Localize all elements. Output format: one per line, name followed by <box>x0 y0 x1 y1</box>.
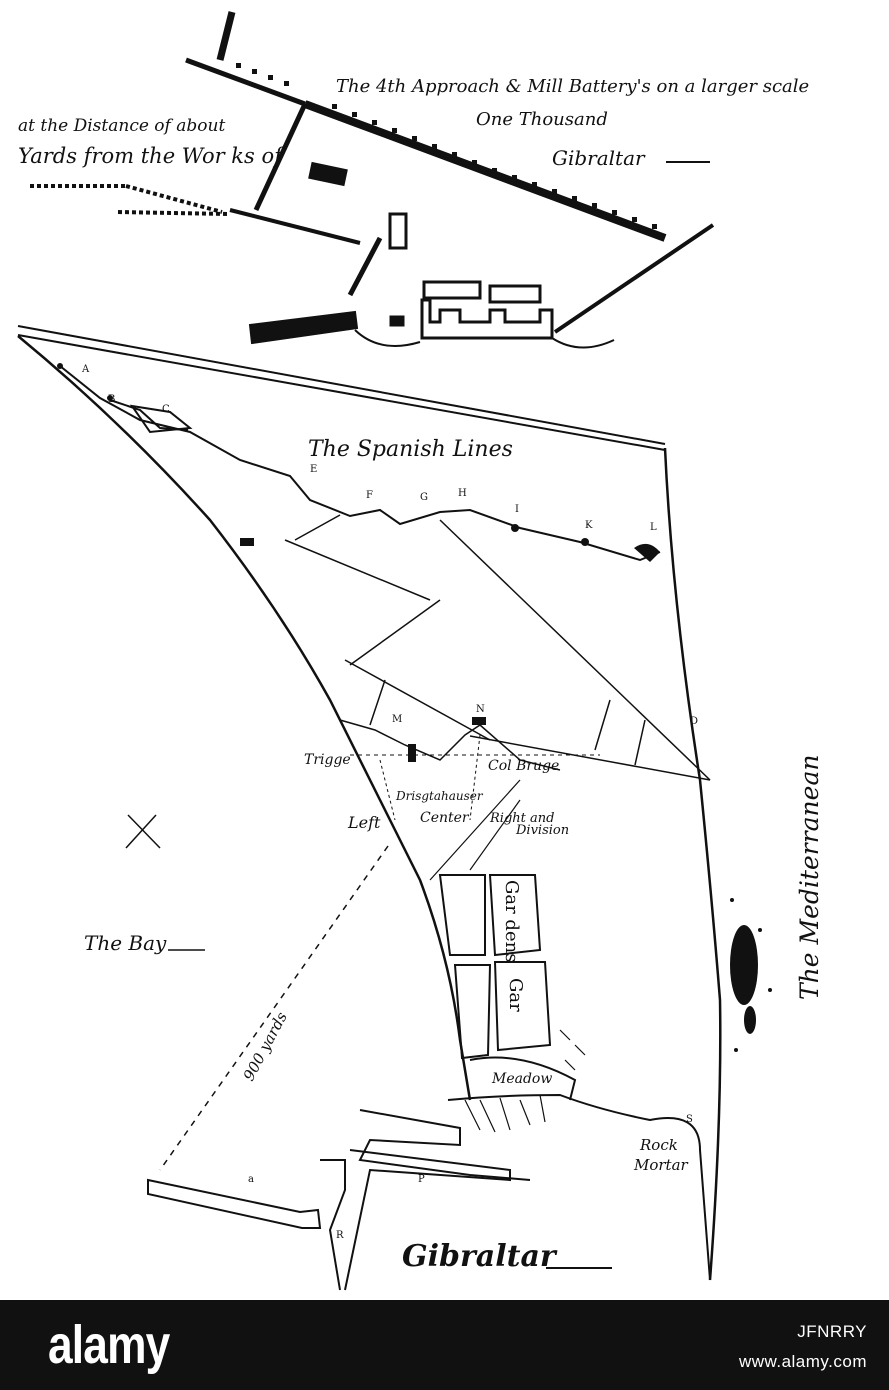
rock-mortar-label-2: Mortar <box>633 1156 689 1174</box>
letter-g: G <box>420 492 428 503</box>
right-division-label-1: Right and <box>489 811 554 826</box>
letter-a-upper: A <box>81 364 90 375</box>
right-division-label-2: Division <box>515 823 569 838</box>
letter-p: P <box>418 1174 425 1185</box>
site-url: www.alamy.com <box>738 1352 867 1371</box>
letter-e: E <box>310 464 317 475</box>
letter-b: B <box>108 394 115 405</box>
division-line-label: Drisgtahauser <box>395 789 484 803</box>
letter-k: K <box>585 520 593 531</box>
letter-s: S <box>686 1114 693 1125</box>
coastal-shading <box>730 898 772 1052</box>
letter-m: M <box>392 714 402 725</box>
inset-heading-line1: The 4th Approach & Mill Battery's on a l… <box>336 76 809 97</box>
letter-l: L <box>650 522 657 533</box>
meadow-label: Meadow <box>491 1071 552 1087</box>
letter-a-lower: a <box>248 1174 254 1185</box>
inset-heading-line2: One Thousand <box>476 109 608 130</box>
letter-f: F <box>366 490 373 501</box>
rock-mortar-label-1: Rock <box>639 1136 678 1154</box>
map-drawing: The 4th Approach & Mill Battery's on a l… <box>17 11 824 1291</box>
bay-label: The Bay <box>84 931 167 955</box>
gardens-bottom-label: Gar <box>505 978 526 1012</box>
inset-dotted-line <box>236 63 657 229</box>
letter-i: I <box>515 504 519 515</box>
spanish-lines-label: The Spanish Lines <box>308 437 513 462</box>
letter-r: R <box>336 1230 344 1241</box>
meadow-hatching <box>464 1029 586 1133</box>
left-label: Left <box>347 813 381 832</box>
letter-d: D <box>690 716 698 727</box>
trigge-label: Trigge <box>304 752 351 768</box>
alamy-logo: alamy <box>48 1315 170 1375</box>
gibraltar-label: Gibraltar <box>402 1239 558 1274</box>
inset-left-line1: at the Distance of about <box>18 116 225 136</box>
line-markers <box>57 363 660 762</box>
letter-c: C <box>162 404 170 415</box>
gardens-top-label: Gar dens <box>501 880 522 962</box>
historical-map: The 4th Approach & Mill Battery's on a l… <box>17 11 824 1291</box>
inset-left-line2: Yards from the Wor ks of <box>18 144 285 168</box>
mediterranean-label: The Mediterranean <box>795 755 824 1000</box>
inset-fortification <box>30 11 715 349</box>
colbruge-label: Col Bruge <box>488 758 559 774</box>
letter-h: H <box>458 488 467 499</box>
reference-letters: A B C E F G H I K L M N D a P R S <box>81 364 698 1241</box>
watermark-band: alamy JFNRRY www.alamy.com <box>0 1300 889 1390</box>
main-map-lines <box>17 325 722 1291</box>
letter-n: N <box>476 704 485 715</box>
inset-right-word: Gibraltar <box>552 146 646 170</box>
center-label: Center <box>420 810 470 826</box>
image-id: JFNRRY <box>797 1322 867 1341</box>
